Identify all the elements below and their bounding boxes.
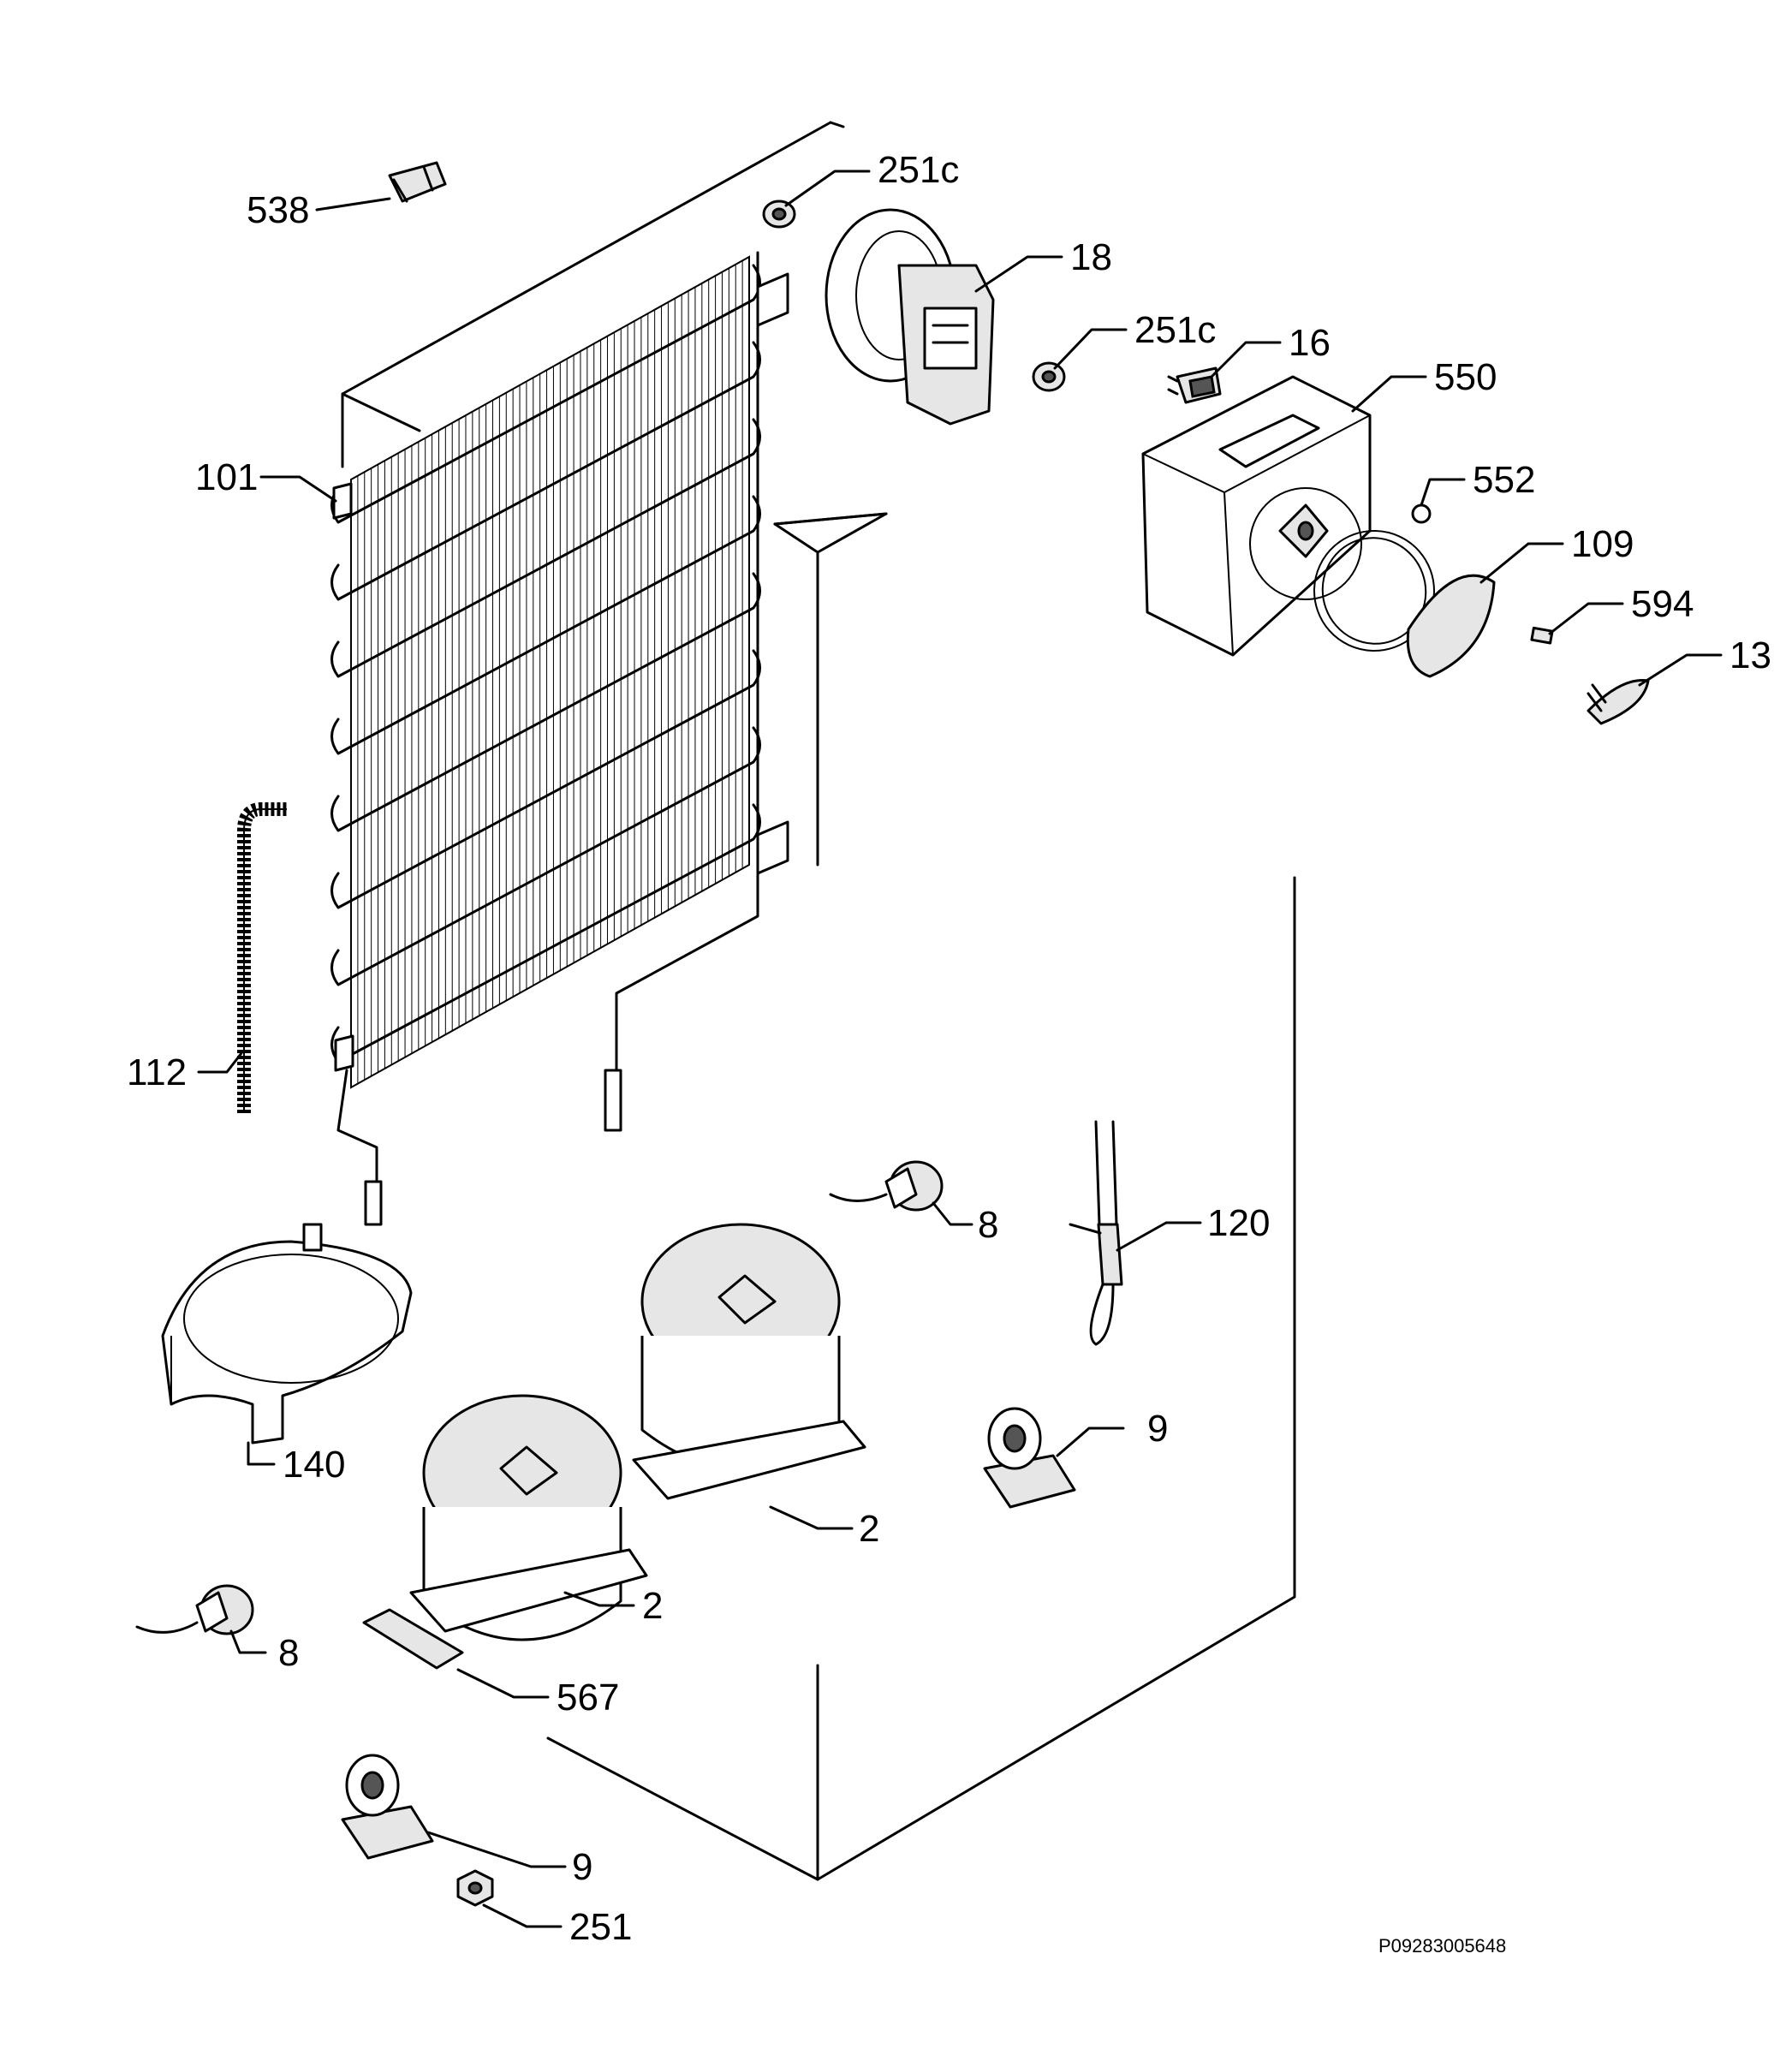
lamp-cover-109 — [1406, 574, 1496, 678]
label-9-right: 9 — [1147, 1408, 1168, 1450]
label-8-top: 8 — [978, 1204, 998, 1246]
label-550: 550 — [1434, 356, 1497, 398]
switch-16 — [1167, 366, 1222, 404]
label-2-front: 2 — [642, 1585, 663, 1627]
label-13: 13 — [1729, 634, 1771, 676]
bracket-567 — [362, 1608, 464, 1670]
fan-motor-18 — [825, 208, 995, 426]
compressor-2-front — [409, 1394, 648, 1641]
condenser-101 — [330, 251, 789, 1226]
sensor-120 — [1069, 1120, 1123, 1346]
drip-tray-140 — [161, 1223, 413, 1444]
label-140: 140 — [283, 1444, 345, 1486]
label-538: 538 — [247, 189, 309, 231]
clamp-9-left — [341, 1754, 434, 1860]
clamp-9-right — [983, 1407, 1076, 1509]
drawing-code: P09283005648 — [1378, 1935, 1506, 1957]
label-552: 552 — [1473, 459, 1535, 501]
nut-251 — [456, 1869, 494, 1907]
gasket-552 — [1313, 503, 1435, 652]
bulb-594 — [1530, 626, 1554, 645]
cabinet-outline — [341, 121, 1296, 1881]
callout-labels: 538 251c 18 251c 16 550 101 552 109 594 … — [127, 149, 1771, 1948]
grommet-251c-mid — [1032, 361, 1066, 392]
relay-8-top — [829, 1160, 944, 1212]
label-120: 120 — [1207, 1202, 1270, 1244]
label-18: 18 — [1070, 236, 1112, 278]
leader-lines — [197, 170, 1723, 1928]
lamp-housing-550 — [1141, 375, 1372, 657]
label-9-left: 9 — [572, 1846, 592, 1888]
label-251c-top: 251c — [878, 149, 959, 191]
clip-538 — [388, 161, 447, 203]
knob-13 — [1587, 678, 1650, 725]
label-251c-mid: 251c — [1134, 309, 1216, 351]
label-594: 594 — [1631, 583, 1694, 625]
label-109: 109 — [1571, 523, 1634, 565]
label-112: 112 — [127, 1051, 187, 1093]
label-8-bottom: 8 — [278, 1632, 299, 1674]
label-567: 567 — [557, 1677, 619, 1718]
label-16: 16 — [1289, 322, 1331, 364]
relay-8-bottom — [135, 1584, 254, 1635]
label-251: 251 — [569, 1906, 632, 1948]
label-2-rear: 2 — [859, 1508, 879, 1550]
drain-hose-112 — [237, 802, 287, 1113]
grommet-251c-top — [762, 200, 796, 229]
label-101: 101 — [195, 456, 258, 498]
compressor-2-rear — [632, 1223, 866, 1500]
